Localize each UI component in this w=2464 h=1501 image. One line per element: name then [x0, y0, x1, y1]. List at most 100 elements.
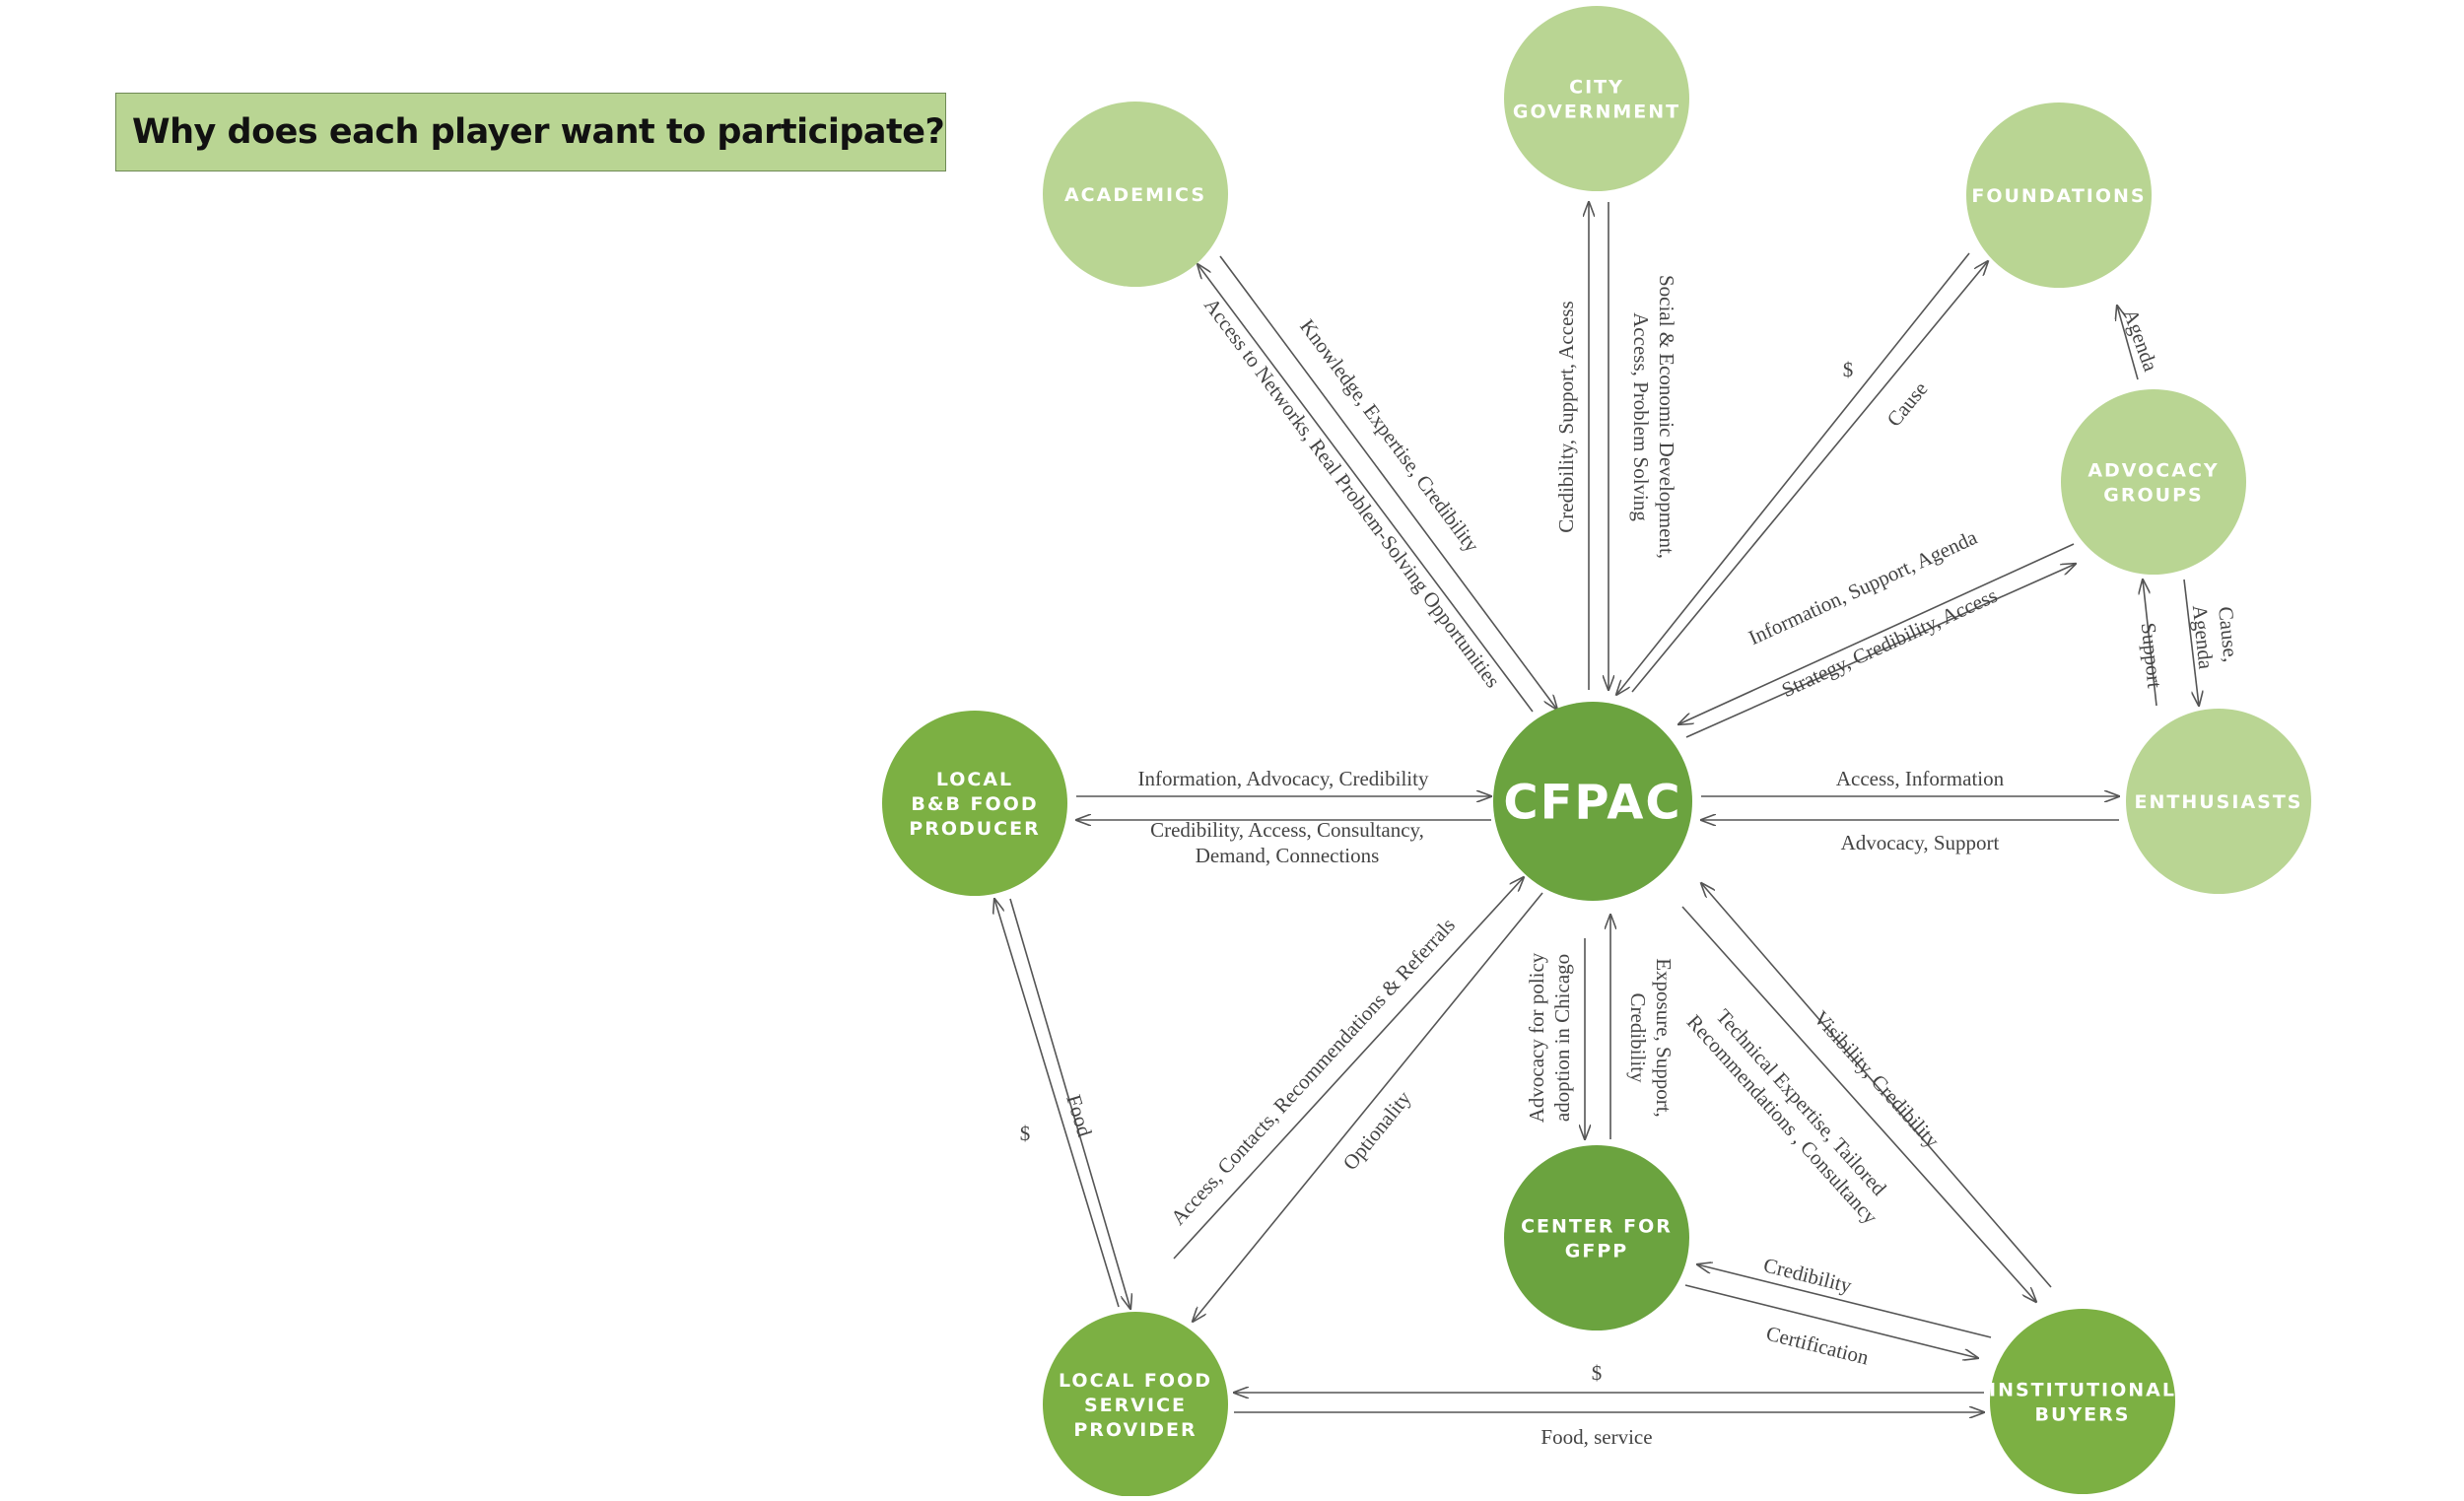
- arrow-18: [1193, 892, 1543, 1322]
- node-city: CITY GOVERNMENT: [1504, 6, 1689, 191]
- node-label: LOCAL FOOD: [1059, 1370, 1212, 1392]
- edge-label-localbb-money: $: [1020, 1122, 1031, 1145]
- node-label: CITY: [1569, 76, 1624, 98]
- edge-label-city-social: Social & Economic Development,Access, Pr…: [1629, 275, 1678, 559]
- node-label: ACADEMICS: [1064, 184, 1206, 206]
- edge-label-localbb-info: Information, Advocacy, Credibility: [1138, 767, 1429, 790]
- edge-label-text: $: [1843, 358, 1854, 381]
- edge-label-inst-food: Food, service: [1540, 1425, 1652, 1449]
- edge-label-text: Cause: [1882, 377, 1932, 432]
- arrow-1: [1198, 264, 1534, 713]
- node-circle: [1043, 102, 1228, 287]
- node-label: GROUPS: [2103, 484, 2203, 506]
- edge-label-text: Credibility, Support, Access: [1554, 301, 1578, 532]
- node-label: ADVOCACY: [2088, 459, 2219, 481]
- edge-label-text: Certification: [1764, 1322, 1872, 1370]
- node-circle: [1043, 1312, 1228, 1497]
- arrow-0: [1219, 255, 1557, 710]
- node-label: INSTITUTIONAL: [1989, 1379, 2176, 1400]
- node-label: PROVIDER: [1073, 1419, 1197, 1441]
- edge-label-text: Food: [1061, 1092, 1097, 1140]
- edge-label-text: Social & Economic Development,: [1655, 275, 1678, 559]
- node-local-food: LOCAL FOOD SERVICE PROVIDER: [1043, 1312, 1228, 1497]
- edge-label-localbb-food: Food: [1061, 1092, 1097, 1140]
- edge-label-city-credibility: Credibility, Support, Access: [1554, 301, 1578, 532]
- nodes-layer: CFPAC ACADEMICS CITY GOVERNMENT FOUNDATIONS A…: [882, 6, 2311, 1497]
- edge-label-text: Agenda: [2188, 604, 2219, 671]
- node-label: FOUNDATIONS: [1971, 185, 2146, 207]
- arrow-7: [1678, 543, 2075, 724]
- node-circle: [2126, 709, 2311, 894]
- edge-label-text: Credibility, Access, Consultancy,: [1150, 818, 1424, 842]
- arrow-16: [1009, 898, 1130, 1309]
- edge-label-text: Advocacy for policy: [1525, 952, 1548, 1123]
- arrow-23: [1697, 1264, 1992, 1338]
- edge-label-foundations-cause: Cause: [1882, 377, 1932, 432]
- node-label: CENTER FOR: [1521, 1215, 1673, 1237]
- node-label: GFPP: [1565, 1240, 1628, 1262]
- edge-label-text: Access to Networks, Real Problem-Solving…: [1199, 294, 1505, 692]
- page-title: Why does each player want to participate…: [115, 93, 946, 171]
- edge-label-localfood-access: Access, Contacts, Recommendations & Refe…: [1166, 913, 1460, 1229]
- edge-label-text: Access, Information: [1836, 767, 2005, 790]
- edge-label-text: Agenda: [2119, 306, 2163, 375]
- node-label: LOCAL: [936, 769, 1013, 790]
- node-label: GOVERNMENT: [1513, 101, 1680, 122]
- edge-label-advocacy-info: Information, Support, Agenda: [1745, 525, 1981, 650]
- arrow-6: [2117, 306, 2139, 380]
- edge-label-gfpp-exposure: Exposure, Support,Credibility: [1626, 958, 1676, 1118]
- edge-label-text: Advocacy, Support: [1841, 831, 2000, 854]
- arrow-22: [1701, 883, 2052, 1288]
- edge-label-text: $: [1020, 1122, 1031, 1145]
- node-cfpac: CFPAC: [1493, 702, 1692, 901]
- edge-label-enthusiasts-support: Support: [2137, 622, 2167, 690]
- node-label: B&B FOOD: [911, 793, 1038, 815]
- node-circle: [1990, 1309, 2175, 1494]
- edge-label-text: Cause,: [2214, 605, 2243, 663]
- node-label: BUYERS: [2035, 1403, 2131, 1425]
- node-academics: ACADEMICS: [1043, 102, 1228, 287]
- edge-label-gfpp-credibility: Credibility: [1761, 1253, 1855, 1297]
- edge-label-text: Support: [2137, 622, 2167, 690]
- edge-label-enthusiasts-advocacy: Advocacy, Support: [1841, 831, 2000, 854]
- edge-label-text: Exposure, Support,: [1652, 958, 1676, 1118]
- node-local-bb: LOCAL B&B FOOD PRODUCER: [882, 711, 1067, 896]
- arrow-21: [1681, 906, 2036, 1302]
- edge-label-text: Information, Advocacy, Credibility: [1138, 767, 1429, 790]
- node-label: ENTHUSIASTS: [2135, 791, 2303, 813]
- edge-label-academics-access: Access to Networks, Real Problem-Solving…: [1199, 294, 1505, 692]
- edge-label-text: Access, Contacts, Recommendations & Refe…: [1166, 913, 1460, 1229]
- node-circle: [1966, 102, 2152, 288]
- arrow-15: [994, 899, 1120, 1308]
- arrow-8: [1685, 564, 2076, 738]
- node-label: SERVICE: [1084, 1395, 1187, 1416]
- node-advocacy: ADVOCACY GROUPS: [2061, 389, 2246, 575]
- edge-label-text: $: [1592, 1361, 1603, 1385]
- arrow-4: [1631, 261, 1988, 693]
- node-institutional: INSTITUTIONAL BUYERS: [1989, 1309, 2176, 1494]
- node-circle: [1493, 702, 1692, 901]
- node-enthusiasts: ENTHUSIASTS: [2126, 709, 2311, 894]
- arrow-5: [1616, 252, 1970, 695]
- edge-label-text: Credibility: [1626, 993, 1650, 1083]
- edge-label-gfpp-certification: Certification: [1764, 1322, 1872, 1370]
- edge-label-text: Food, service: [1540, 1425, 1652, 1449]
- node-label: CFPAC: [1503, 775, 1681, 830]
- edge-label-text: Demand, Connections: [1196, 844, 1380, 867]
- edge-label-advocacy-agenda: Agenda: [2119, 306, 2163, 375]
- arrow-9: [2143, 580, 2157, 707]
- arrow-24: [1684, 1284, 1978, 1358]
- edge-label-enthusiasts-cause: Cause,Agenda: [2188, 604, 2243, 671]
- edge-label-text: Technical Expertise, Tailored: [1712, 1004, 1892, 1200]
- node-foundations: FOUNDATIONS: [1966, 102, 2152, 288]
- edge-label-text: Credibility: [1761, 1253, 1855, 1297]
- edge-label-foundations-money: $: [1843, 358, 1854, 381]
- node-circle: [1504, 1145, 1689, 1330]
- edge-label-text: adoption in Chicago: [1550, 954, 1574, 1122]
- node-label: PRODUCER: [909, 818, 1040, 840]
- edge-label-inst-money: $: [1592, 1361, 1603, 1385]
- edge-label-text: Information, Support, Agenda: [1745, 525, 1981, 650]
